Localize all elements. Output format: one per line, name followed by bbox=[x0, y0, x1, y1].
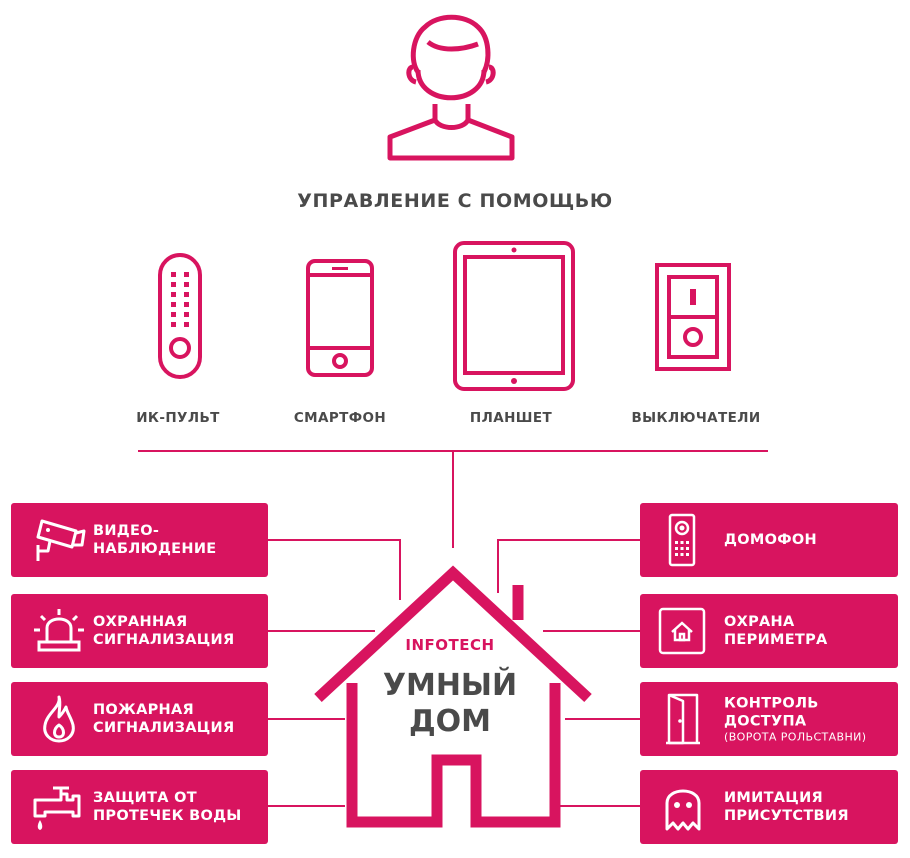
feature-line: ОХРАННАЯ bbox=[93, 614, 188, 630]
feature-line: ПЕРИМЕТРА bbox=[724, 632, 828, 648]
feature-line: ПРОТЕЧЕК ВОДЫ bbox=[93, 808, 242, 824]
device-label-ir-remote: ИК-ПУЛЬТ bbox=[136, 410, 220, 426]
feature-card-fire-alarm: ПОЖАРНАЯ СИГНАЛИЗАЦИЯ bbox=[11, 682, 268, 756]
feature-line: КОНТРОЛЬ bbox=[724, 695, 819, 712]
ghost-icon bbox=[665, 789, 701, 831]
feature-card-presence-imitation: ИМИТАЦИЯ ПРИСУТСТВИЯ bbox=[640, 770, 898, 844]
house-title-line2: ДОМ bbox=[408, 704, 492, 739]
device-label-tablet: ПЛАНШЕТ bbox=[469, 410, 553, 426]
house-title-line1: УМНЫЙ bbox=[382, 668, 518, 703]
feature-line: НАБЛЮДЕНИЕ bbox=[93, 541, 217, 557]
feature-card-intercom: ДОМОФОН bbox=[640, 503, 898, 577]
alarm-beacon-icon bbox=[34, 609, 84, 652]
control-heading: УПРАВЛЕНИЕ С ПОМОЩЬЮ bbox=[297, 190, 613, 212]
perimeter-house-icon bbox=[658, 607, 706, 655]
feature-line: СИГНАЛИЗАЦИЯ bbox=[93, 720, 235, 736]
door-icon bbox=[666, 693, 700, 745]
water-tap-icon bbox=[33, 786, 81, 830]
feature-card-security-alarm: ОХРАННАЯ СИГНАЛИЗАЦИЯ bbox=[11, 594, 268, 668]
feature-line: ОХРАНА bbox=[724, 614, 795, 630]
brand-name: INFOTECH bbox=[405, 636, 495, 654]
feature-line: ПОЖАРНАЯ bbox=[93, 702, 194, 718]
fire-icon bbox=[43, 695, 75, 743]
cctv-camera-icon bbox=[36, 519, 86, 561]
tablet-icon bbox=[453, 241, 575, 391]
house-icon bbox=[314, 565, 592, 828]
wall-switch-icon bbox=[655, 263, 731, 371]
feature-card-leak-protection: ЗАЩИТА ОТ ПРОТЕЧЕК ВОДЫ bbox=[11, 770, 268, 844]
feature-card-access-control: КОНТРОЛЬ ДОСТУПА (ВОРОТА РОЛЬСТАВНИ) bbox=[640, 682, 898, 756]
intercom-icon bbox=[668, 513, 696, 567]
device-label-smartphone: СМАРТФОН bbox=[293, 410, 387, 426]
feature-card-video-surveillance: ВИДЕО- НАБЛЮДЕНИЕ bbox=[11, 503, 268, 577]
user-icon bbox=[387, 14, 515, 161]
feature-line: ДОСТУПА bbox=[724, 713, 807, 730]
feature-card-perimeter-security: ОХРАНА ПЕРИМЕТРА bbox=[640, 594, 898, 668]
feature-line: СИГНАЛИЗАЦИЯ bbox=[93, 632, 235, 648]
feature-line: ВИДЕО- bbox=[93, 523, 160, 539]
feature-line: ЗАЩИТА ОТ bbox=[93, 790, 197, 806]
feature-line: ДОМОФОН bbox=[724, 532, 817, 548]
feature-subline: (ВОРОТА РОЛЬСТАВНИ) bbox=[724, 730, 867, 744]
house-title: УМНЫЙ ДОМ bbox=[350, 668, 550, 740]
ir-remote-icon bbox=[158, 253, 202, 379]
smartphone-icon bbox=[306, 259, 374, 377]
feature-line: ПРИСУТСТВИЯ bbox=[724, 808, 849, 824]
feature-line: ИМИТАЦИЯ bbox=[724, 790, 823, 806]
device-label-switches: ВЫКЛЮЧАТЕЛИ bbox=[631, 410, 761, 426]
